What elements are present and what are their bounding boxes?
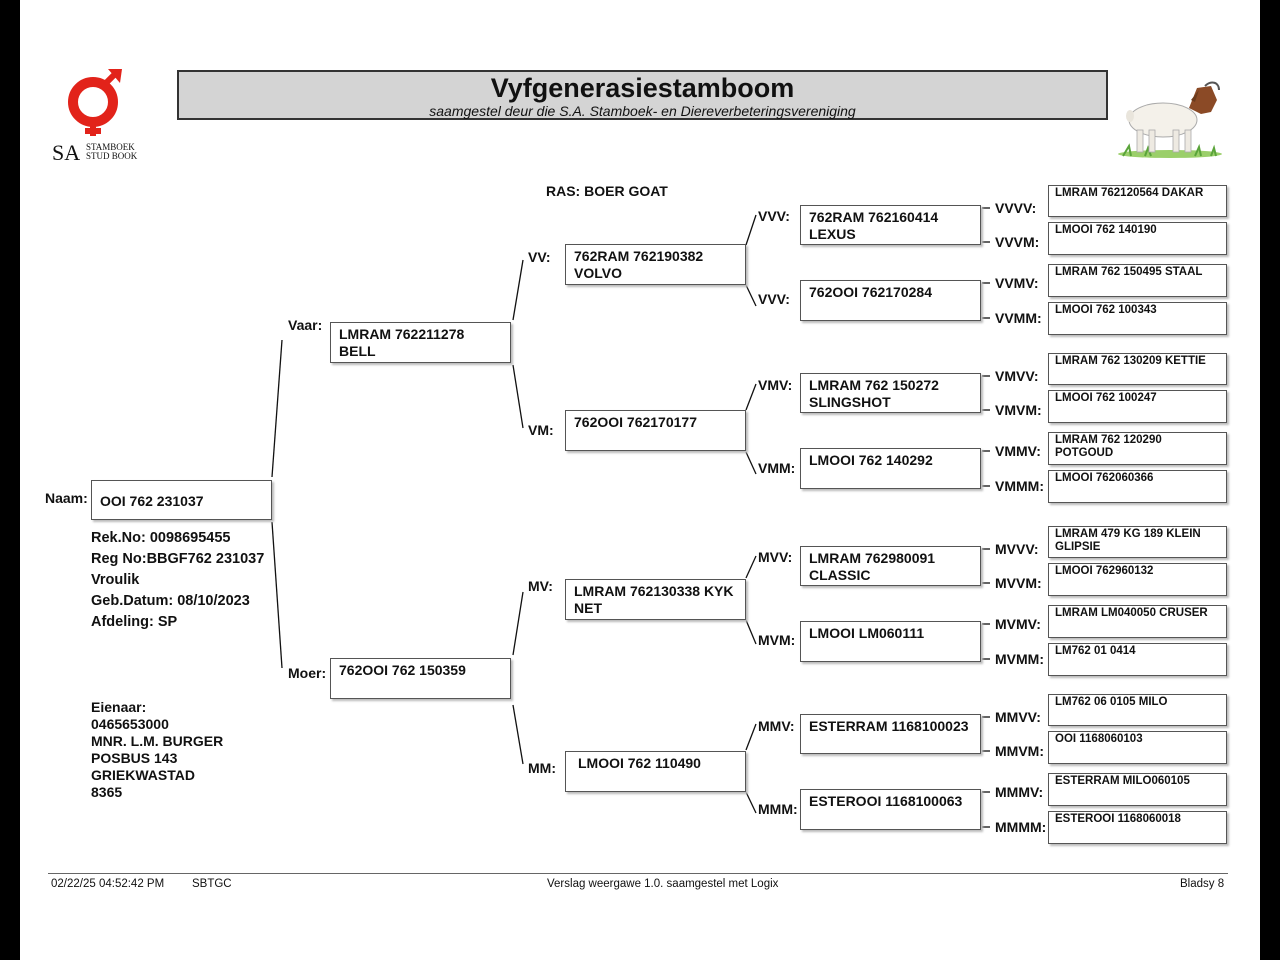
ancestor-box-MMMV: ESTERRAM MILO060105: [1048, 773, 1227, 806]
sex: Vroulik: [91, 572, 140, 588]
label-VMM: VMM:: [758, 460, 796, 476]
label-MMVV: MMVV:: [995, 709, 1041, 725]
label-MMVM: MMVM:: [995, 743, 1044, 759]
ancestor-box-VVVV: LMRAM 762120564 DAKAR: [1048, 185, 1227, 217]
ancestor-box-MVVV: LMRAM 479 KG 189 KLEIN GLIPSIE: [1048, 526, 1227, 558]
logo-studbook-text: STUD BOOK: [86, 151, 138, 161]
label-MVVM: MVVM:: [995, 575, 1042, 591]
label-VMMV: VMMV:: [995, 443, 1041, 459]
label-MVMV: MVMV:: [995, 616, 1041, 632]
owner-phone: 0465653000: [91, 716, 169, 732]
label-VVVV: VVVV:: [995, 200, 1037, 216]
ancestor-box-MV: LMRAM 762130338 KYK NET: [565, 579, 746, 620]
label-VMVM: VMVM:: [995, 402, 1042, 418]
ancestor-box-VMMM: LMOOI 762060366: [1048, 470, 1227, 503]
ancestor-box-MMV: ESTERRAM 1168100023: [800, 714, 981, 754]
ancestor-box-MMM: ESTEROOI 1168100063: [800, 789, 981, 830]
account-number: Rek.No: 0098695455: [91, 530, 231, 546]
animal-details: Rek.No: 0098695455 Reg No:BBGF762 231037…: [91, 528, 264, 633]
subject-animal-box: OOI 762 231037: [91, 480, 272, 520]
footer-code: SBTGC: [192, 878, 232, 890]
breed-label: RAS: BOER GOAT: [546, 183, 668, 199]
label-VVM: VVV:: [758, 291, 790, 307]
logo-symbol-icon: [68, 68, 122, 136]
owner-name: MNR. L.M. BURGER: [91, 733, 224, 749]
label-VVV: VVV:: [758, 208, 790, 224]
label-VVMV: VVMV:: [995, 275, 1039, 291]
pedigree-page: SA STAMBOEK STUD BOOK Vyfgenerasiestambo…: [20, 0, 1260, 960]
registration-number: Reg No:BBGF762 231037: [91, 551, 265, 567]
ancestor-box-VV: 762RAM 762190382 VOLVO: [565, 244, 746, 285]
sire-box: LMRAM 762211278 BELL: [330, 322, 511, 363]
footer-page-number: Bladsy 8: [1180, 878, 1225, 890]
ancestor-box-MVV: LMRAM 762980091 CLASSIC: [800, 546, 981, 586]
pedigree-connectors: [271, 207, 990, 828]
owner-postal-code: 8365: [91, 784, 123, 800]
ancestor-box-MMVM: OOI 1168060103: [1048, 731, 1227, 764]
label-MVV: MVV:: [758, 549, 793, 565]
title-banner: Vyfgenerasiestamboom saamgestel deur die…: [177, 70, 1108, 120]
ancestor-box-MMVV: LM762 06 0105 MILO: [1048, 694, 1227, 726]
ancestor-box-VVVM: LMOOI 762 140190: [1048, 222, 1227, 255]
dam-box: 762OOI 762 150359: [330, 658, 511, 699]
label-MVM: MVM:: [758, 632, 796, 648]
logo-stamboek-text: STAMBOEK: [86, 142, 135, 152]
ancestor-box-VMVM: LMOOI 762 100247: [1048, 390, 1227, 423]
page-subtitle: saamgestel deur die S.A. Stamboek- en Di…: [429, 103, 856, 119]
owner-town: GRIEKWASTAD: [91, 767, 195, 783]
label-VV: VV:: [528, 249, 551, 265]
ancestor-box-MVVM: LMOOI 762960132: [1048, 563, 1227, 596]
ancestor-box-MMMM: ESTEROOI 1168060018: [1048, 811, 1227, 844]
footer-report: Verslag weergawe 1.0. saamgestel met Log…: [547, 878, 779, 890]
label-VMMM: VMMM:: [995, 478, 1044, 494]
logo-sa-text: SA: [52, 140, 81, 165]
label-VMVV: VMVV:: [995, 368, 1039, 384]
ancestor-box-MVM: LMOOI LM060111: [800, 621, 981, 662]
ancestor-box-VVM: 762OOI 762170284: [800, 280, 981, 321]
label-MMMV: MMMV:: [995, 784, 1044, 800]
footer-datetime: 02/22/25 04:52:42 PM: [51, 878, 165, 890]
name-label: Naam:: [45, 490, 88, 506]
owner-po-box: POSBUS 143: [91, 750, 178, 766]
label-MVMM: MVMM:: [995, 651, 1044, 667]
ancestor-box-VMV: LMRAM 762 150272 SLINGSHOT: [800, 373, 981, 413]
birth-date: Geb.Datum: 08/10/2023: [91, 593, 250, 609]
section: Afdeling: SP: [91, 614, 178, 630]
label-MM: MM:: [528, 760, 556, 776]
label-MV: MV:: [528, 578, 553, 594]
goat-icon: [1118, 81, 1222, 158]
ancestor-box-VMM: LMOOI 762 140292: [800, 448, 981, 489]
ancestor-box-VMVV: LMRAM 762 130209 KETTIE: [1048, 353, 1227, 385]
label-MMMM: MMMM:: [995, 819, 1047, 835]
sa-studbook-logo: SA STAMBOEK STUD BOOK: [50, 68, 150, 168]
dam-label: Moer:: [288, 665, 327, 681]
ancestor-box-MM: LMOOI 762 110490: [565, 751, 746, 792]
label-VVVM: VVVM:: [995, 234, 1040, 250]
goat-illustration: [1115, 78, 1225, 160]
owner-label: Eienaar:: [91, 699, 147, 715]
ancestor-box-VVMM: LMOOI 762 100343: [1048, 302, 1227, 335]
ancestor-box-VVV: 762RAM 762160414 LEXUS: [800, 205, 981, 245]
owner-info: Eienaar: 0465653000 MNR. L.M. BURGER POS…: [91, 699, 223, 801]
footer-divider: [48, 873, 1228, 874]
label-MMV: MMV:: [758, 718, 795, 734]
ancestor-box-VVMV: LMRAM 762 150495 STAAL: [1048, 264, 1227, 297]
label-VVMM: VVMM:: [995, 310, 1042, 326]
sire-label: Vaar:: [288, 317, 323, 333]
ancestor-box-VMMV: LMRAM 762 120290 POTGOUD: [1048, 432, 1227, 465]
ancestor-box-MVMM: LM762 01 0414: [1048, 643, 1227, 676]
label-MMM: MMM:: [758, 801, 798, 817]
page-title: Vyfgenerasiestamboom: [490, 73, 795, 103]
ancestor-box-MVMV: LMRAM LM040050 CRUSER: [1048, 605, 1227, 638]
ancestor-box-VM: 762OOI 762170177: [565, 410, 746, 451]
label-VM: VM:: [528, 422, 554, 438]
label-MVVV: MVVV:: [995, 541, 1039, 557]
label-VMV: VMV:: [758, 377, 793, 393]
